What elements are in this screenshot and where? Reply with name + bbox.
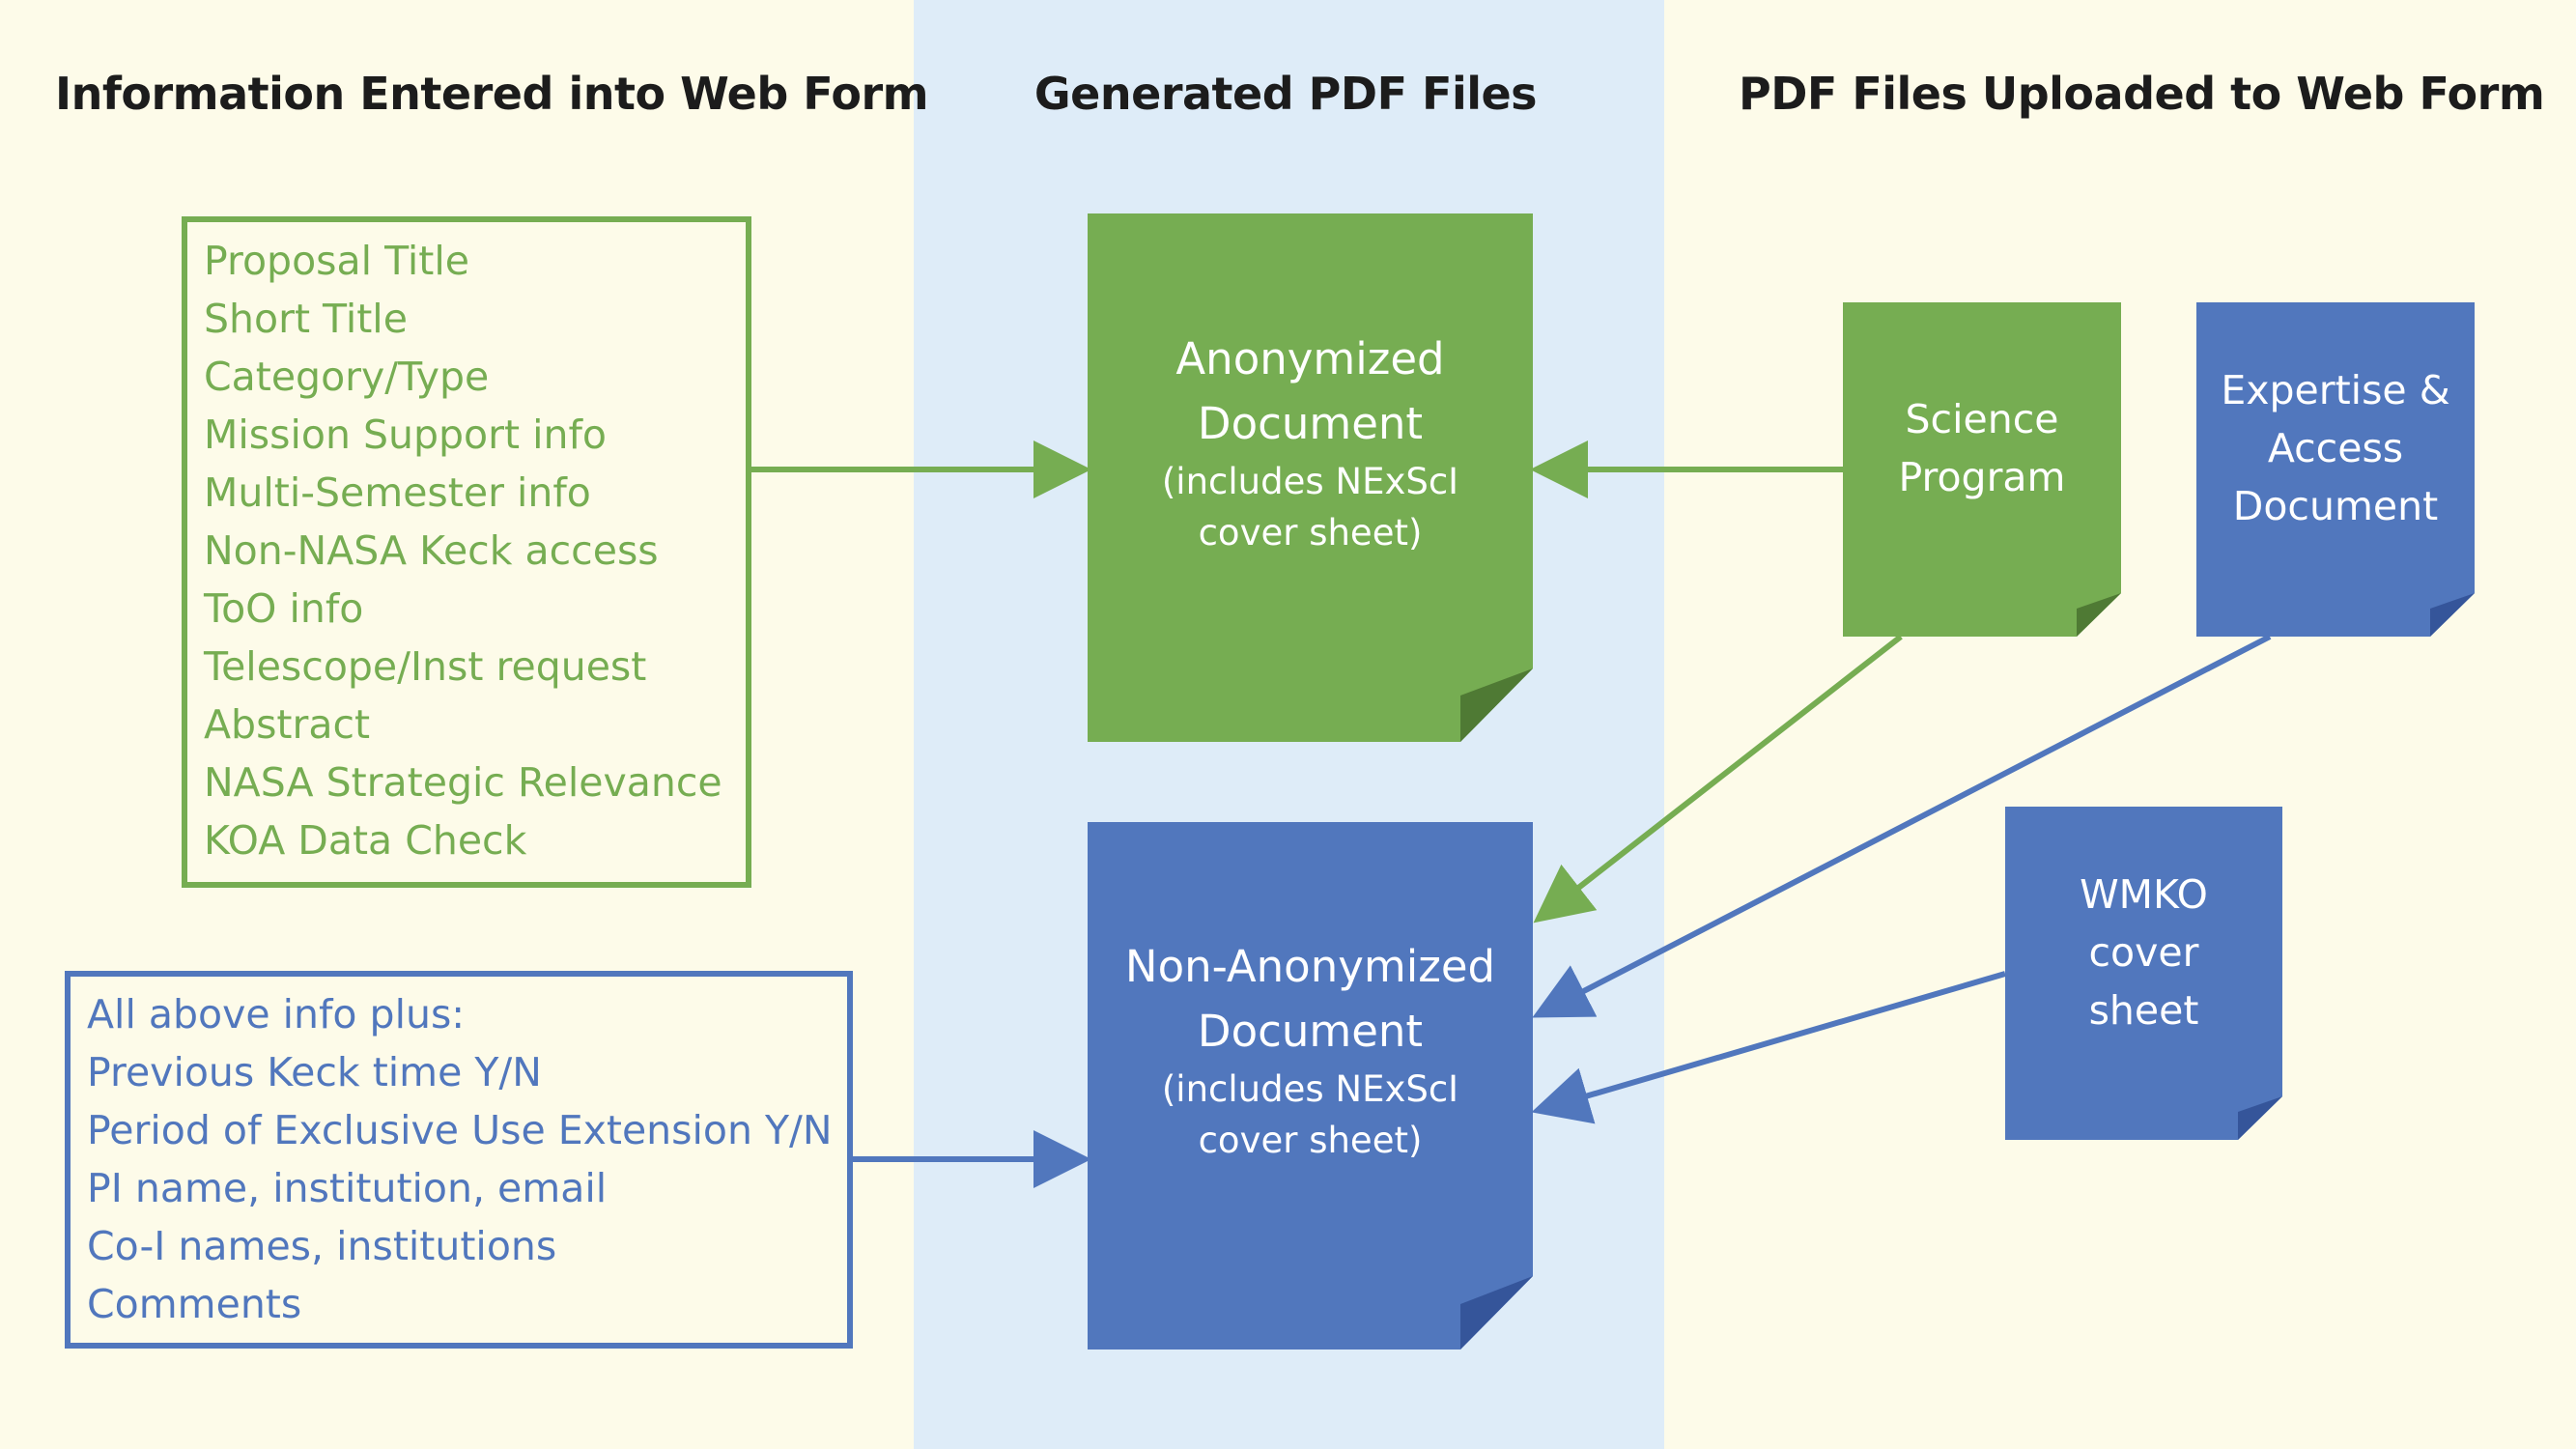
science-program-line1: Science: [1905, 396, 2059, 442]
anonymized-title-line2: Document: [1197, 398, 1424, 449]
green-info-line: Abstract: [204, 701, 371, 748]
expertise-document-shape: [2196, 302, 2475, 637]
science-program-fold: [2077, 593, 2121, 637]
blue-info-line: Previous Keck time Y/N: [87, 1049, 542, 1095]
green-info-line: NASA Strategic Relevance: [204, 759, 722, 806]
wmko-line2: cover: [2088, 929, 2199, 976]
header-right: PDF Files Uploaded to Web Form: [1739, 68, 2545, 120]
blue-info-line: Period of Exclusive Use Extension Y/N: [87, 1107, 833, 1153]
expertise-line1: Expertise &: [2221, 367, 2450, 413]
arrow-expertise-to-non-anonymized: [1532, 634, 2272, 1018]
green-info-line: Short Title: [204, 296, 408, 342]
science-program-document: Science Program: [1843, 390, 2121, 506]
header-middle: Generated PDF Files: [1033, 68, 1538, 120]
science-program-shape: [1843, 302, 2121, 637]
non-anonymized-title-line1: Non-Anonymized: [1124, 941, 1496, 992]
non-anonymized-document-shape: [1088, 822, 1533, 1350]
anonymized-sub-line1: (includes NExScI: [1161, 461, 1459, 502]
non-anonymized-title-line2: Document: [1197, 1006, 1424, 1057]
green-info-line: KOA Data Check: [204, 817, 527, 864]
blue-info-line: Co-I names, institutions: [87, 1223, 557, 1269]
header-left: Information Entered into Web Form: [55, 68, 929, 120]
expertise-document-fold: [2430, 593, 2475, 637]
anonymized-document-shape: [1088, 213, 1533, 742]
wmko-line3: sheet: [2088, 987, 2199, 1034]
blue-info-box-border: [65, 971, 853, 1349]
expertise-line2: Access: [2267, 425, 2404, 471]
green-info-box: Proposal Title Short Title Category/Type…: [204, 232, 745, 869]
expertise-line3: Document: [2232, 483, 2439, 529]
wmko-line1: WMKO: [2080, 871, 2208, 918]
anonymized-document-fold: [1460, 668, 1533, 742]
green-info-line: Non-NASA Keck access: [204, 527, 659, 574]
green-info-line: Category/Type: [204, 354, 490, 400]
anonymized-sub-line2: cover sheet): [1198, 512, 1423, 554]
expertise-access-document: Expertise & Access Document: [2196, 361, 2475, 535]
green-info-box-border: [182, 216, 751, 888]
blue-info-line: PI name, institution, email: [87, 1165, 608, 1211]
blue-info-line: All above info plus:: [87, 991, 466, 1037]
non-anonymized-document: Non-Anonymized Document (includes NExScI…: [1088, 934, 1533, 1166]
anonymized-document: Anonymized Document (includes NExScI cov…: [1088, 327, 1533, 558]
green-info-line: Mission Support info: [204, 412, 607, 458]
arrow-science-program-to-non-anonymized: [1533, 634, 1903, 923]
green-info-line: Proposal Title: [204, 238, 469, 284]
wmko-cover-sheet-document: WMKO cover sheet: [2005, 866, 2282, 1039]
non-anonymized-document-fold: [1460, 1276, 1533, 1350]
arrow-wmko-to-non-anonymized: [1531, 971, 2006, 1124]
green-info-line: Telescope/Inst request: [204, 643, 647, 690]
science-program-line2: Program: [1898, 454, 2066, 500]
wmko-cover-sheet-fold: [2238, 1096, 2282, 1140]
green-info-line: ToO info: [204, 585, 364, 632]
green-info-line: Multi-Semester info: [204, 469, 591, 516]
wmko-cover-sheet-shape: [2005, 807, 2282, 1140]
blue-info-box: All above info plus: Previous Keck time …: [87, 985, 850, 1333]
non-anonymized-sub-line2: cover sheet): [1198, 1120, 1423, 1161]
non-anonymized-sub-line1: (includes NExScI: [1161, 1068, 1459, 1110]
anonymized-title-line1: Anonymized: [1175, 333, 1445, 384]
blue-info-line: Comments: [87, 1281, 302, 1327]
